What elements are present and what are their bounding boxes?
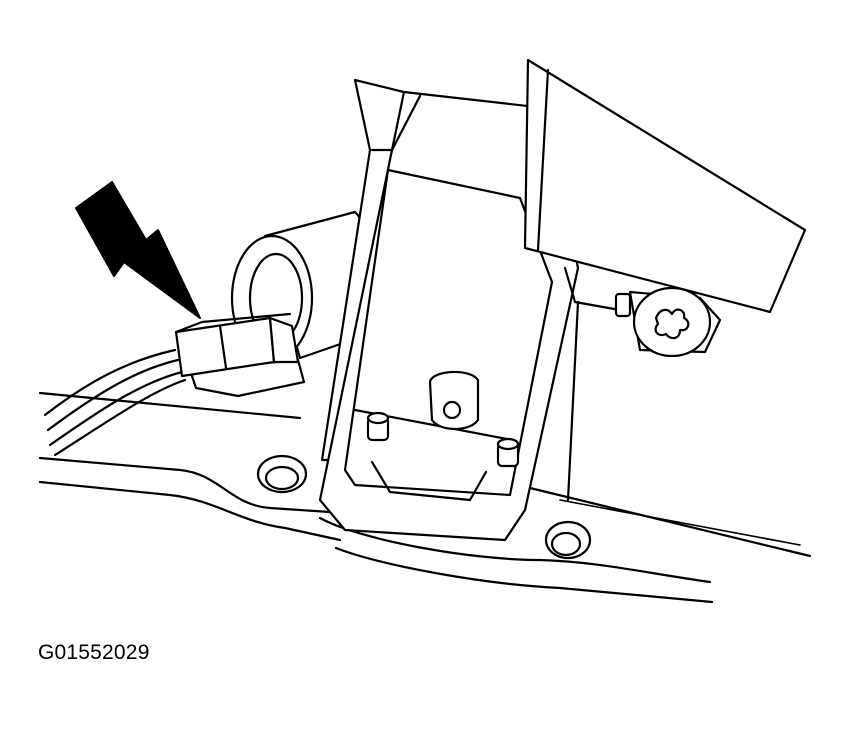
pointer-arrow-icon: [75, 181, 201, 319]
shift-bracket: [318, 78, 580, 542]
bolt-hole-left: [256, 454, 308, 494]
dowel-right: [496, 437, 520, 468]
bolt-hole-right: [544, 520, 592, 560]
wiring-harness: [43, 348, 187, 457]
figure-code: G01552029: [38, 641, 150, 664]
retaining-bolt: [614, 286, 722, 358]
electrical-connector: [43, 312, 306, 457]
transmission-case: [38, 391, 812, 604]
dowel-left: [366, 411, 390, 442]
control-housing: [523, 58, 807, 502]
